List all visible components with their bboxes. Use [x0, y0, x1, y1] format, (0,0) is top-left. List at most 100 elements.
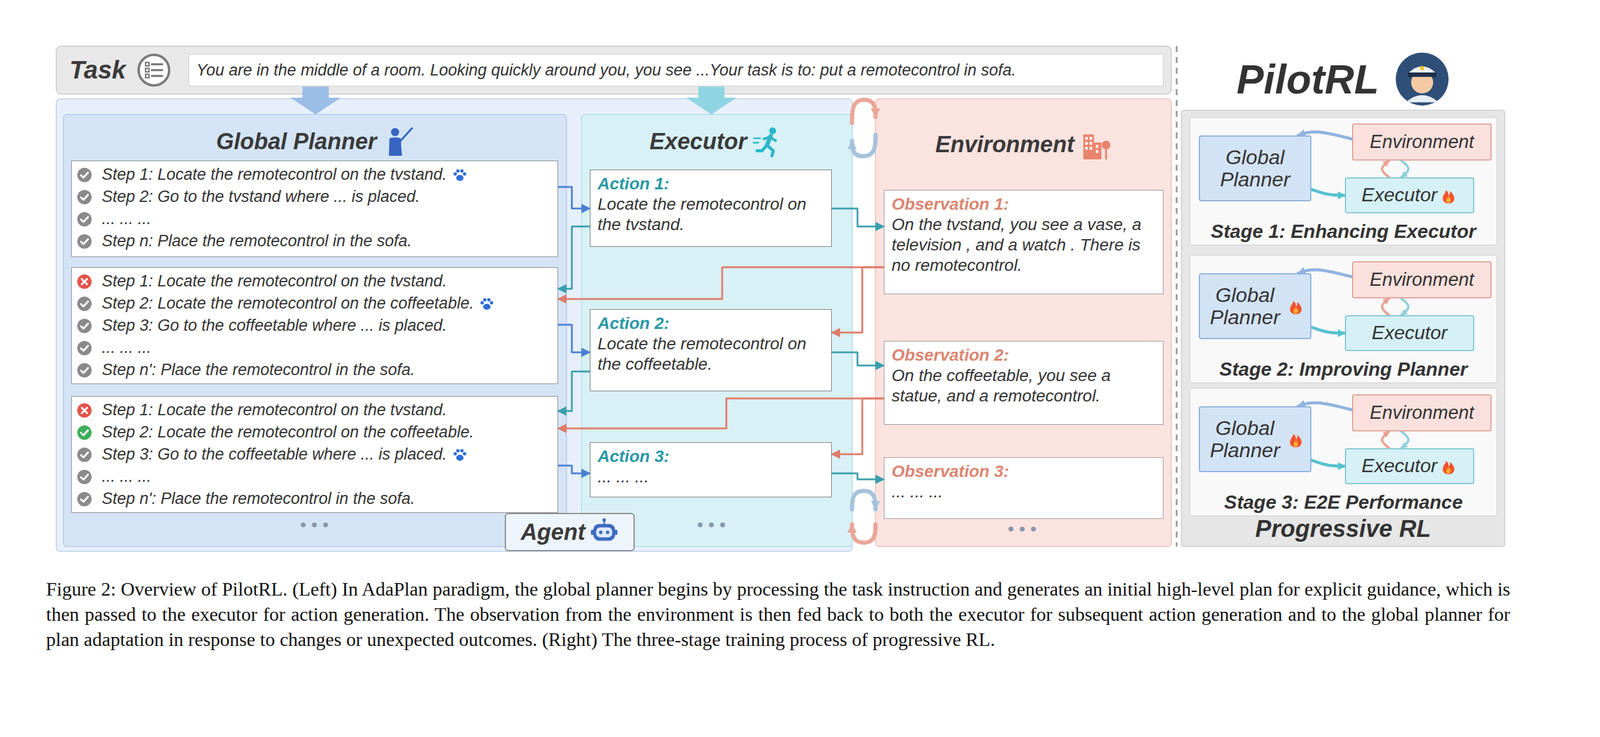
step-text: ... ... ... — [101, 337, 152, 357]
step-text: Step n: Place the remotecontrol in the s… — [101, 231, 412, 251]
flow-arrow — [852, 490, 876, 509]
step-row: Step 3: Go to the coffeetable where ... … — [76, 443, 553, 466]
drawing-part — [453, 171, 458, 176]
drawing-part — [80, 429, 89, 435]
step-text: Step 2: Go to the tvstand where ... is p… — [101, 186, 420, 206]
drawing-part — [82, 407, 88, 413]
drawing-part — [77, 362, 92, 378]
agent-region: AgentGlobal PlannerStep 1: Locate the re… — [56, 98, 853, 551]
drawing-part — [489, 300, 494, 305]
drawing-part — [77, 296, 92, 311]
robot-icon — [589, 517, 619, 547]
drawing-part — [77, 274, 92, 289]
panel-title: Global Planner — [216, 128, 377, 155]
drawing-part — [80, 238, 89, 244]
panel-fill — [875, 98, 1172, 547]
step-text: Step 3: Go to the coffeetable where ... … — [101, 315, 447, 335]
mini-box-text: Environment — [1369, 269, 1474, 290]
drawing-part — [80, 172, 89, 178]
plan-box: Step 1: Locate the remotecontrol on the … — [71, 395, 559, 513]
step-row: Step n': Place the remotecontrol in the … — [76, 487, 553, 510]
panel-fill — [1189, 117, 1498, 245]
drawing-part — [152, 62, 163, 65]
panel-title: Executor — [649, 128, 748, 155]
panel-fill — [1189, 255, 1498, 383]
cross-icon — [76, 273, 93, 290]
step-text: Step n': Place the remotecontrol in the … — [101, 359, 415, 380]
box-text: Observation 3: — [891, 461, 1156, 482]
drawing-part — [77, 340, 92, 356]
action-box: Action 2:Locate the remotecontrol on the… — [589, 308, 832, 392]
flow-arrow — [1311, 459, 1345, 466]
drawing-part — [138, 54, 170, 86]
flow-arrow — [831, 473, 884, 480]
drawing-part — [1395, 52, 1449, 106]
drawing-part — [599, 530, 603, 535]
step-row: Step 2: Locate the remotecontrol on the … — [76, 292, 553, 315]
flow-arrow — [831, 398, 884, 454]
flow-arrow — [558, 398, 884, 429]
divider-line — [1176, 46, 1178, 547]
mini-box-text: Global Planner — [1205, 416, 1285, 462]
drawing-part — [1089, 137, 1093, 141]
mini-box-text: Executor — [1361, 184, 1438, 206]
drawing-part — [152, 74, 163, 77]
drawing-part — [1095, 144, 1099, 148]
ok-icon — [76, 424, 93, 441]
drawing-part — [1405, 95, 1439, 103]
step-row: Step 2: Go to the tvstand where ... is p… — [76, 185, 553, 208]
stage-box: Stage 2: Improving PlannerGlobal Planner… — [1189, 255, 1498, 383]
step-text: Step 2: Locate the remotecontrol on the … — [101, 293, 474, 313]
box-text: Observation 1: — [891, 194, 1156, 215]
stage-label: Stage 2: Improving Planner — [1189, 358, 1498, 381]
step-row: ... ... ... — [76, 465, 553, 488]
box-text: On the coffeetable, you see a statue, an… — [891, 365, 1156, 406]
drawing-part — [80, 194, 89, 200]
drawing-part — [80, 496, 89, 502]
drawing-part — [1085, 146, 1088, 150]
drawing-part — [764, 137, 771, 139]
task-band: TaskYou are in the middle of a room. Loo… — [56, 46, 1172, 95]
flow-arrow — [852, 134, 876, 157]
drawing-part — [77, 318, 92, 333]
step-row: ... ... ... — [76, 207, 553, 230]
drawing-part — [1293, 439, 1299, 447]
drawing-part — [596, 526, 613, 537]
planner-panel: Global PlannerStep 1: Locate the remotec… — [63, 114, 567, 547]
box-text: Locate the remotecontrol on the tvstand. — [597, 194, 824, 235]
environment-box: Environment — [1352, 123, 1492, 161]
fire-icon — [1286, 295, 1305, 317]
step-text: Step 1: Locate the remotecontrol on the … — [101, 164, 447, 184]
stage-label: Stage 1: Enhancing Executor — [1189, 220, 1498, 243]
box-text: On the tvstand, you see a vase, a televi… — [891, 214, 1156, 276]
panel-fill — [1181, 110, 1505, 547]
step-row: Step 1: Locate the remotecontrol on the … — [76, 270, 553, 293]
panel-fill — [56, 98, 853, 551]
continuation-dots: • • • — [669, 514, 754, 535]
drawing-part — [462, 171, 467, 176]
box-text: ... ... ... — [597, 466, 824, 487]
check-icon — [76, 317, 93, 334]
check-icon — [76, 189, 93, 205]
paw-icon — [451, 166, 469, 184]
step-row: Step 1: Locate the remotecontrol on the … — [76, 163, 553, 186]
drawing-part — [1289, 300, 1302, 315]
drawing-part — [1293, 306, 1299, 314]
executor-box: Executor — [1344, 447, 1475, 484]
drawing-part — [1289, 433, 1302, 448]
check-icon — [76, 295, 93, 312]
flow-arrow — [1382, 431, 1390, 448]
drawing-part — [483, 303, 491, 310]
drawing-part — [767, 144, 774, 156]
check-icon — [76, 491, 93, 507]
flow-arrow — [558, 226, 590, 289]
drawing-part — [80, 323, 89, 329]
agent-label-box: Agent — [504, 512, 635, 551]
drawing-part — [453, 451, 458, 456]
stage-label: Stage 3: E2E Performance — [1189, 491, 1498, 514]
region-label: Agent — [520, 519, 586, 545]
drawing-part — [1407, 72, 1437, 77]
step-text: ... ... ... — [101, 466, 152, 486]
drawing-part — [483, 297, 487, 302]
